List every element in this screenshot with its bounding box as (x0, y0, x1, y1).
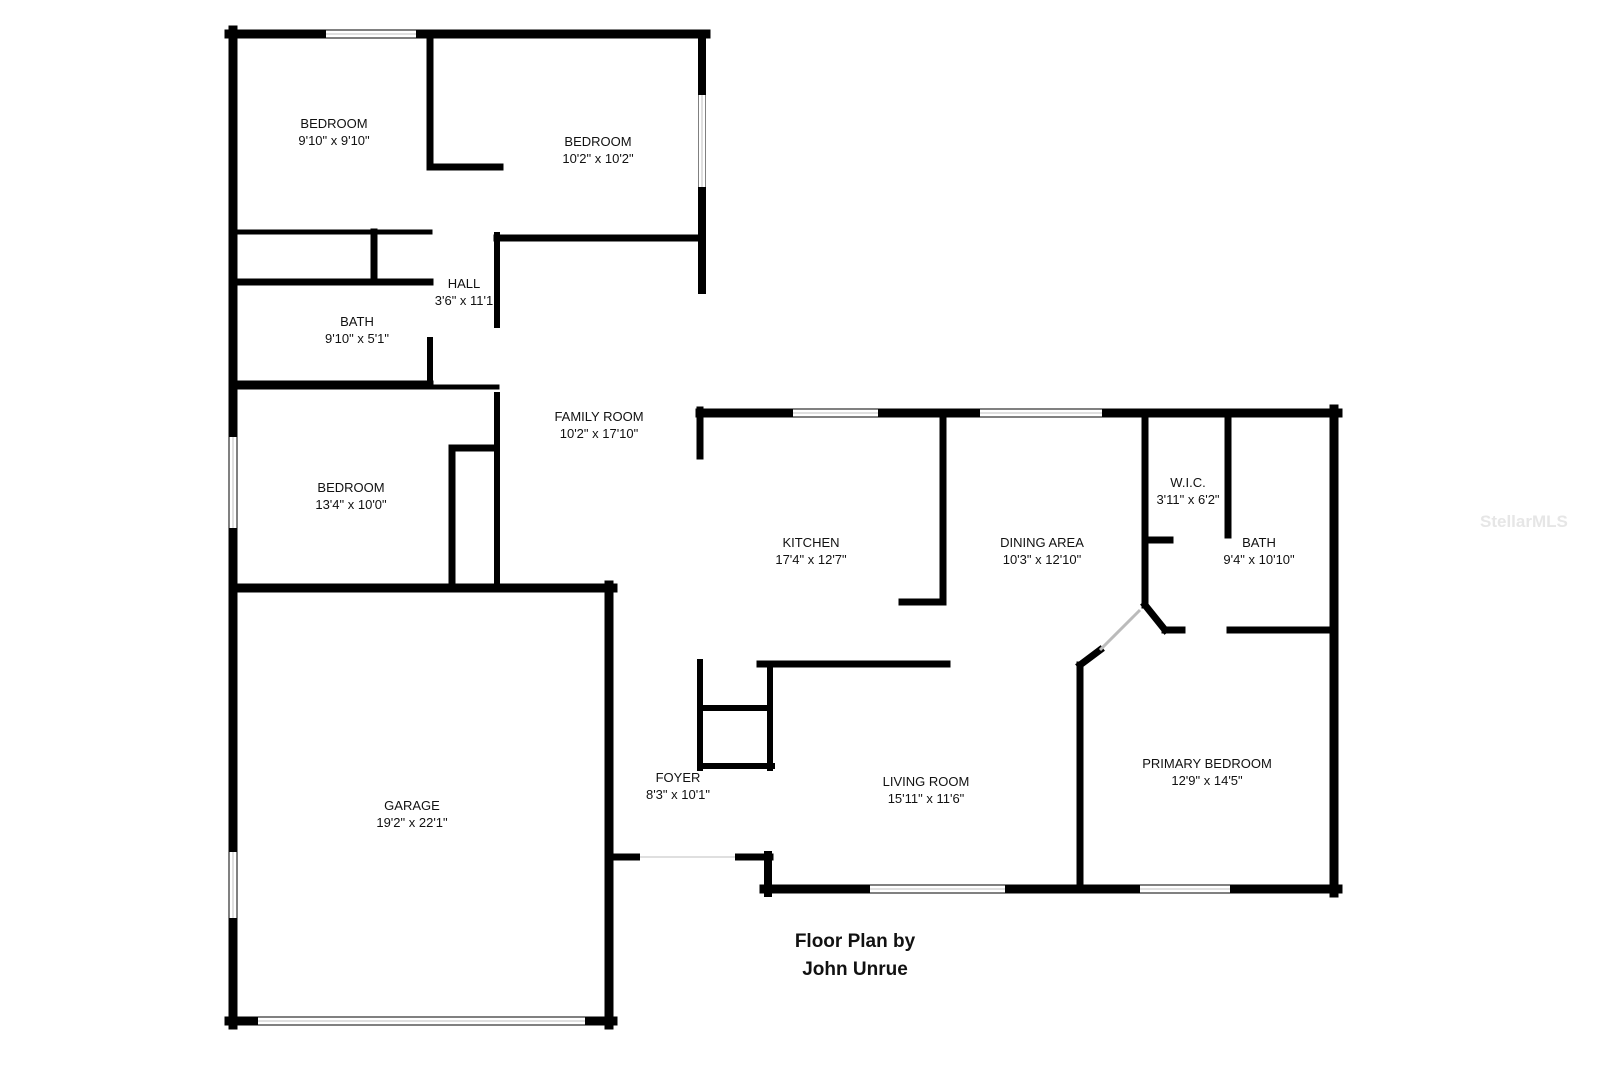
wall (1075, 645, 1105, 670)
room-wic: W.I.C.3'11" x 6'2" (1156, 475, 1220, 507)
door (1098, 608, 1142, 652)
wall (1140, 600, 1170, 635)
watermark: StellarMLS (1480, 512, 1568, 531)
walls (224, 25, 1343, 1030)
windows (229, 30, 1230, 1025)
